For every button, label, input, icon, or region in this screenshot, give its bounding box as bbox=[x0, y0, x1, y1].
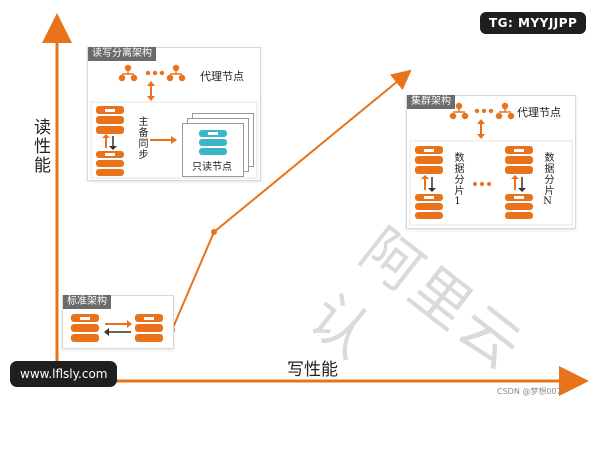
panel-title: 标准架构 bbox=[63, 295, 111, 309]
swap-vertical-icon bbox=[421, 175, 436, 192]
standard-architecture-panel: 标准架构 bbox=[62, 295, 174, 349]
panel-title: 集群架构 bbox=[407, 95, 455, 109]
cluster-diagram bbox=[409, 102, 573, 226]
server-stack-icon bbox=[415, 146, 443, 174]
proxy-label: 代理节点 bbox=[517, 106, 561, 119]
standard-diagram bbox=[71, 314, 163, 342]
rw-split-architecture-panel: 读写分离架构 bbox=[87, 47, 261, 181]
readonly-server-icon bbox=[199, 130, 227, 155]
server-stack-icon bbox=[96, 106, 124, 134]
arrow-right-icon bbox=[150, 136, 177, 144]
tg-badge: TG: MYYJJPP bbox=[480, 12, 587, 34]
ellipsis-icon bbox=[473, 182, 491, 186]
proxy-label: 代理节点 bbox=[200, 70, 244, 83]
csdn-credit: CSDN @梦想007 bbox=[497, 387, 562, 396]
shard-n-label: 数据分片N bbox=[542, 152, 553, 208]
server-stack-icon bbox=[415, 194, 443, 219]
swap-vertical-icon bbox=[102, 134, 117, 150]
x-axis-label: 写性能 bbox=[287, 360, 338, 380]
proxy-tree-icon bbox=[166, 64, 186, 82]
ellipsis-icon bbox=[145, 70, 165, 76]
sync-label: 主备同步 bbox=[136, 116, 147, 160]
cluster-architecture-panel: 集群架构 bbox=[406, 95, 576, 229]
panel-title: 读写分离架构 bbox=[88, 47, 156, 61]
growth-point-2 bbox=[211, 229, 217, 235]
server-stack-icon bbox=[135, 314, 163, 342]
swap-arrows-icon bbox=[104, 320, 132, 336]
readonly-label: 只读节点 bbox=[192, 162, 232, 173]
server-stack-icon bbox=[505, 194, 533, 219]
ellipsis-icon bbox=[474, 108, 494, 114]
performance-axes bbox=[42, 13, 589, 396]
double-arrow-icon bbox=[147, 81, 155, 101]
swap-vertical-icon bbox=[511, 175, 526, 192]
readonly-box-front: 只读节点 bbox=[182, 123, 244, 177]
server-stack-icon bbox=[71, 314, 99, 342]
proxy-tree-icon bbox=[118, 64, 138, 82]
proxy-tree-icon bbox=[495, 102, 515, 120]
y-axis-label: 读性能 bbox=[30, 118, 50, 175]
rw-split-diagram bbox=[90, 64, 258, 179]
server-stack-icon bbox=[96, 151, 124, 176]
double-arrow-icon bbox=[477, 119, 485, 139]
shard-1-label: 数据分片1 bbox=[452, 152, 463, 208]
proxy-tree-icon bbox=[449, 102, 469, 120]
site-url-badge[interactable]: www.lflsly.com bbox=[10, 361, 118, 387]
server-stack-icon bbox=[505, 146, 533, 174]
